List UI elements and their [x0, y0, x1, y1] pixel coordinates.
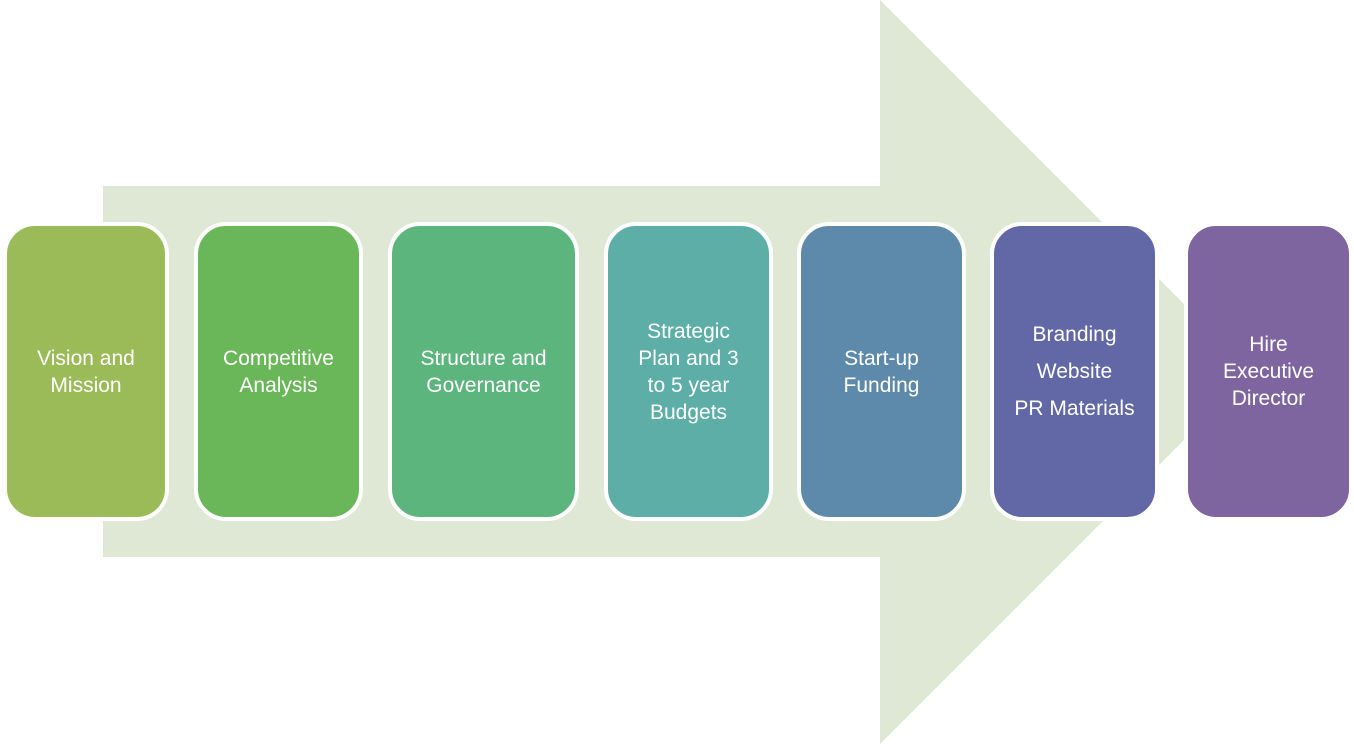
step-competitive-analysis: Competitive Analysis — [194, 222, 363, 521]
step-label-line: Governance — [426, 373, 541, 397]
step-label-line: to 5 year — [647, 373, 730, 397]
step-label-line: Funding — [843, 373, 920, 397]
step-strategic-plan-budgets: Strategic Plan and 3 to 5 year Budgets — [604, 222, 773, 521]
step-structure-and-governance: Structure and Governance — [388, 222, 579, 521]
step-label-line: Analysis — [239, 373, 318, 397]
step-label-line: Branding — [1032, 323, 1117, 346]
step-label-line: Start-up — [844, 346, 919, 370]
step-branding-website-pr: Branding Website PR Materials — [990, 222, 1159, 521]
step-label-line: Executive — [1222, 360, 1315, 383]
step-label-line: Strategic — [647, 319, 730, 343]
step-hire-executive-director: Hire Executive Director — [1184, 222, 1353, 521]
step-label-line: Budgets — [649, 400, 728, 424]
step-label-line: Website — [1036, 360, 1113, 383]
step-label-line: Hire — [1249, 333, 1288, 356]
step-label-line: Competitive — [223, 346, 334, 370]
step-vision-and-mission: Vision and Mission — [3, 222, 169, 521]
step-label-line: Vision and — [37, 346, 135, 370]
step-label-line: Plan and 3 — [638, 346, 739, 370]
step-label-line: Mission — [50, 373, 122, 397]
step-start-up-funding: Start-up Funding — [797, 222, 966, 521]
step-label-line: PR Materials — [1014, 397, 1135, 420]
step-label-line: Structure and — [420, 346, 547, 370]
step-label-line: Director — [1231, 387, 1306, 410]
